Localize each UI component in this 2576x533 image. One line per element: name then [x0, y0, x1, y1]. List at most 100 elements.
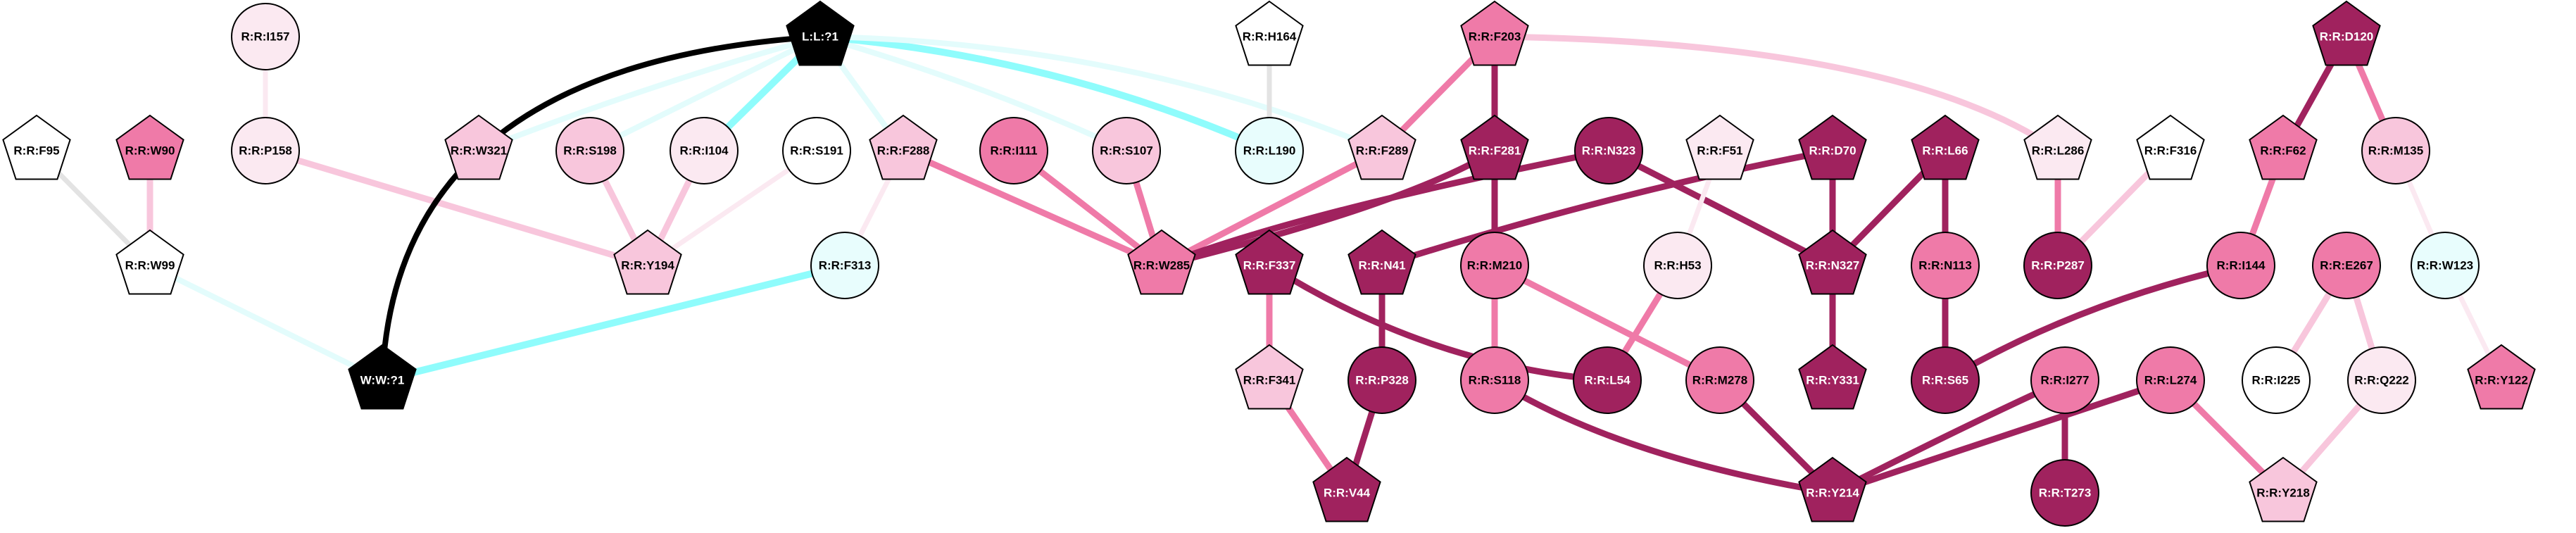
ellipse-shape [231, 117, 300, 184]
node-r-r-i104[interactable]: R:R:I104 [670, 117, 739, 184]
pentagon-shape [115, 114, 184, 180]
node-label: R:R:Y331 [1806, 374, 1859, 387]
edge-r-r-f337-r-r-l54 [1267, 263, 1608, 384]
node-r-r-m210[interactable]: R:R:M210 [1460, 232, 1529, 299]
node-r-r-f203[interactable]: R:R:F203 [1460, 0, 1529, 66]
edge-l-l-1-r-r-l190 [819, 33, 1271, 154]
node-r-r-n113[interactable]: R:R:N113 [1911, 232, 1980, 299]
node-r-r-f62[interactable]: R:R:F62 [2249, 114, 2318, 180]
node-r-r-f289[interactable]: R:R:F289 [1347, 114, 1416, 180]
pentagon-shape [348, 344, 417, 410]
node-label: R:R:Q222 [2354, 374, 2408, 387]
pentagon-shape [1235, 344, 1304, 410]
pentagon-shape [2467, 344, 2536, 410]
node-r-r-p158[interactable]: R:R:P158 [231, 117, 300, 184]
node-r-r-i111[interactable]: R:R:I111 [979, 117, 1048, 184]
node-label: R:R:L274 [2144, 374, 2197, 387]
node-r-r-w321[interactable]: R:R:W321 [444, 114, 513, 180]
ellipse-shape [1911, 346, 1980, 414]
node-r-r-n41[interactable]: R:R:N41 [1347, 229, 1416, 295]
node-label: R:R:W285 [1133, 259, 1190, 272]
node-r-r-l54[interactable]: R:R:L54 [1573, 346, 1642, 414]
node-label: R:R:F316 [2144, 144, 2197, 158]
node-label: R:R:D70 [1809, 144, 1856, 158]
node-r-r-y331[interactable]: R:R:Y331 [1798, 344, 1867, 410]
node-label: R:R:M210 [1467, 259, 1522, 272]
pentagon-shape [786, 0, 855, 66]
pentagon-shape [1347, 114, 1416, 180]
node-label: R:R:P328 [1355, 374, 1409, 387]
node-label: R:R:I104 [680, 144, 729, 158]
node-r-r-w90[interactable]: R:R:W90 [115, 114, 184, 180]
node-r-r-w123[interactable]: R:R:W123 [2411, 232, 2480, 299]
node-r-r-f313[interactable]: R:R:F313 [810, 232, 879, 299]
node-r-r-i157[interactable]: R:R:I157 [231, 3, 300, 70]
node-r-r-l190[interactable]: R:R:L190 [1235, 117, 1304, 184]
node-label: R:R:S107 [1100, 144, 1153, 158]
edge-r-r-m210-r-r-m278 [1493, 262, 1722, 384]
node-r-r-p328[interactable]: R:R:P328 [1347, 346, 1416, 414]
node-label: R:R:D120 [2320, 30, 2374, 44]
node-r-r-t273[interactable]: R:R:T273 [2030, 459, 2099, 527]
node-r-r-s191[interactable]: R:R:S191 [782, 117, 851, 184]
node-w-w-1[interactable]: W:W:?1 [348, 344, 417, 410]
node-r-r-f95[interactable]: R:R:F95 [2, 114, 71, 180]
node-r-r-i277[interactable]: R:R:I277 [2030, 346, 2099, 414]
node-r-r-n327[interactable]: R:R:N327 [1798, 229, 1867, 295]
node-r-r-h164[interactable]: R:R:H164 [1235, 0, 1304, 66]
pentagon-shape [1235, 0, 1304, 66]
node-r-r-s198[interactable]: R:R:S198 [555, 117, 624, 184]
node-label: R:R:N41 [1358, 259, 1405, 272]
node-r-r-h53[interactable]: R:R:H53 [1643, 232, 1712, 299]
node-r-r-l66[interactable]: R:R:L66 [1911, 114, 1980, 180]
node-r-r-e267[interactable]: R:R:E267 [2312, 232, 2381, 299]
ellipse-shape [1347, 346, 1416, 414]
node-label: R:R:L66 [1922, 144, 1968, 158]
node-r-r-s107[interactable]: R:R:S107 [1092, 117, 1161, 184]
node-r-r-w99[interactable]: R:R:W99 [115, 229, 184, 295]
node-r-r-i225[interactable]: R:R:I225 [2242, 346, 2311, 414]
node-r-r-q222[interactable]: R:R:Q222 [2347, 346, 2416, 414]
node-label: R:R:F341 [1243, 374, 1296, 387]
pentagon-shape [2249, 456, 2318, 522]
node-r-r-f281[interactable]: R:R:F281 [1460, 114, 1529, 180]
node-label: R:R:Y214 [1806, 487, 1859, 500]
ellipse-shape [2312, 232, 2381, 299]
node-r-r-f337[interactable]: R:R:F337 [1235, 229, 1304, 295]
node-label: R:R:F288 [877, 144, 930, 158]
node-r-r-f288[interactable]: R:R:F288 [869, 114, 938, 180]
node-r-r-f51[interactable]: R:R:F51 [1685, 114, 1754, 180]
node-l-l-1[interactable]: L:L:?1 [786, 0, 855, 66]
node-r-r-f341[interactable]: R:R:F341 [1235, 344, 1304, 410]
node-label: R:R:L286 [2032, 144, 2085, 158]
node-label: R:R:N327 [1806, 259, 1860, 272]
node-r-r-p287[interactable]: R:R:P287 [2023, 232, 2092, 299]
node-r-r-n323[interactable]: R:R:N323 [1574, 117, 1643, 184]
pentagon-shape [1798, 229, 1867, 295]
node-label: L:L:?1 [802, 30, 838, 44]
ellipse-shape [670, 117, 739, 184]
node-r-r-s118[interactable]: R:R:S118 [1460, 346, 1529, 414]
ellipse-shape [2361, 117, 2430, 184]
node-r-r-d70[interactable]: R:R:D70 [1798, 114, 1867, 180]
node-r-r-y214[interactable]: R:R:Y214 [1798, 456, 1867, 522]
node-r-r-l274[interactable]: R:R:L274 [2136, 346, 2205, 414]
node-r-r-l286[interactable]: R:R:L286 [2023, 114, 2092, 180]
node-r-r-i144[interactable]: R:R:I144 [2206, 232, 2275, 299]
node-r-r-y194[interactable]: R:R:Y194 [613, 229, 682, 295]
node-r-r-d120[interactable]: R:R:D120 [2312, 0, 2381, 66]
node-r-r-y122[interactable]: R:R:Y122 [2467, 344, 2536, 410]
node-r-r-v44[interactable]: R:R:V44 [1312, 456, 1381, 522]
node-r-r-m135[interactable]: R:R:M135 [2361, 117, 2430, 184]
node-r-r-s65[interactable]: R:R:S65 [1911, 346, 1980, 414]
pentagon-shape [2312, 0, 2381, 66]
node-r-r-f316[interactable]: R:R:F316 [2136, 114, 2205, 180]
node-label: R:R:I144 [2217, 259, 2266, 272]
node-label: R:R:F313 [819, 259, 872, 272]
node-label: R:R:F337 [1243, 259, 1296, 272]
edge-r-r-f288-r-r-w285 [902, 147, 1163, 269]
node-r-r-m278[interactable]: R:R:M278 [1685, 346, 1754, 414]
node-r-r-y218[interactable]: R:R:Y218 [2249, 456, 2318, 522]
node-r-r-w285[interactable]: R:R:W285 [1127, 229, 1196, 295]
pentagon-shape [1127, 229, 1196, 295]
